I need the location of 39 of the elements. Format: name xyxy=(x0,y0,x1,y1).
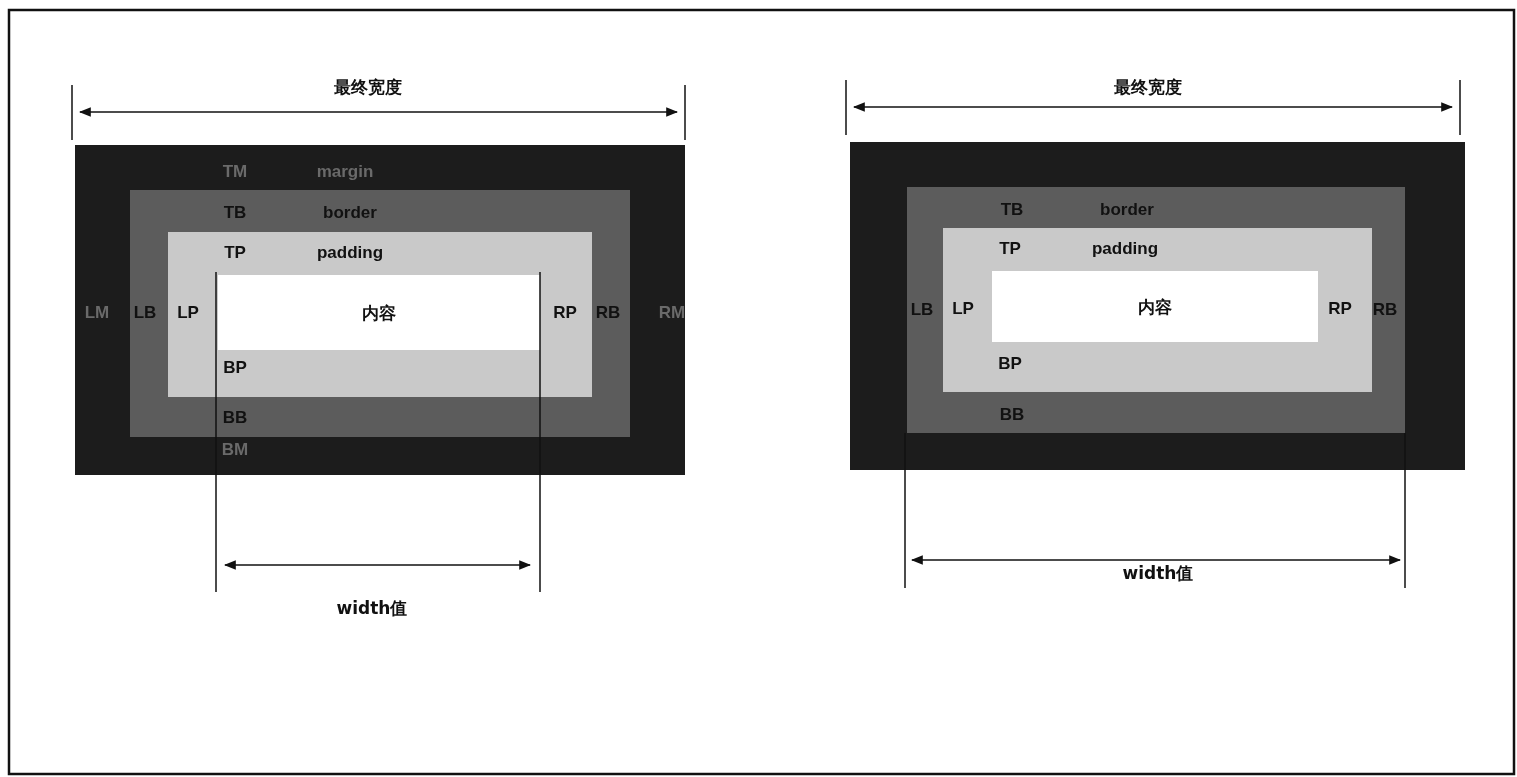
layer-label: TB xyxy=(1000,200,1024,220)
layer-label: TB xyxy=(223,203,247,223)
layer-label: RP xyxy=(553,303,577,323)
dimension-label: width值 xyxy=(336,596,408,620)
dimension-label: width值 xyxy=(1122,561,1194,585)
content-label: 内容 xyxy=(362,301,396,324)
content-label: 内容 xyxy=(1138,295,1172,318)
layer-label: LM xyxy=(84,303,110,323)
layer-label: BP xyxy=(998,354,1022,374)
layer-label: TP xyxy=(224,243,246,263)
layer-label: RB xyxy=(595,303,621,323)
layer-label: LP xyxy=(952,299,974,319)
layer-label: BB xyxy=(999,405,1025,425)
dimension-label: 最终宽度 xyxy=(1114,75,1182,99)
layer-label: RB xyxy=(1372,300,1398,320)
layer-label: padding xyxy=(316,243,384,263)
layer-label: TP xyxy=(999,239,1021,259)
layer-label: BP xyxy=(223,358,247,378)
layer-label: LP xyxy=(177,303,199,323)
content-box xyxy=(992,271,1318,342)
margin-box xyxy=(75,145,685,475)
padding-box xyxy=(943,228,1372,392)
dimension-label: 最终宽度 xyxy=(334,75,402,99)
layer-label: TM xyxy=(222,162,248,182)
content-box xyxy=(218,275,540,350)
layer-label: margin xyxy=(316,162,374,182)
border-box xyxy=(907,187,1405,433)
layer-label: border xyxy=(323,203,377,223)
layer-label: LB xyxy=(133,303,157,323)
layer-label: border xyxy=(1100,200,1154,220)
layer-label: BM xyxy=(221,440,249,460)
border-box xyxy=(130,190,630,437)
layer-label: LB xyxy=(910,300,934,320)
padding-box xyxy=(168,232,592,397)
margin-box xyxy=(850,142,1465,470)
layer-label: padding xyxy=(1091,239,1159,259)
layer-label: RM xyxy=(658,303,686,323)
layer-label: RP xyxy=(1328,299,1352,319)
layer-label: BB xyxy=(222,408,248,428)
